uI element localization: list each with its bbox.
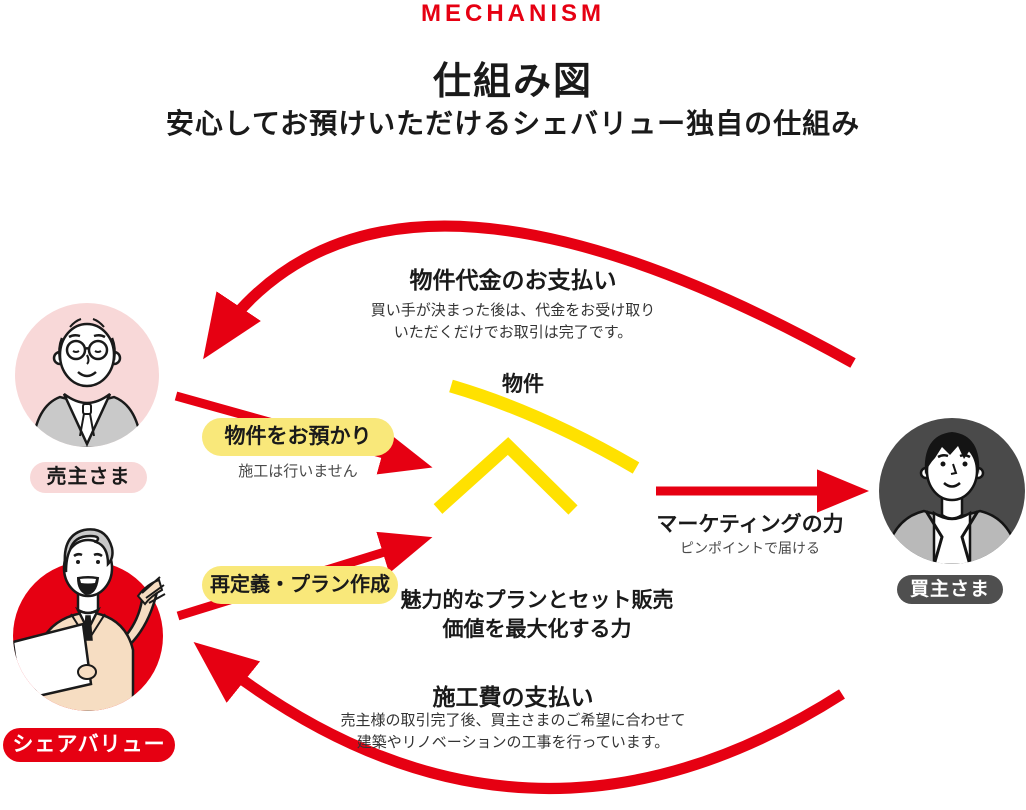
page-subtitle: 安心してお預けいただけるシェバリュー独自の仕組み — [165, 108, 861, 139]
sharevalue-avatar — [11, 528, 166, 711]
payment-flow-desc-line1: 買い手が決まった後は、代金をお受け取り — [370, 302, 656, 319]
sharevalue-label: シェアバリュー — [3, 728, 175, 762]
payment-flow-desc: 買い手が決まった後は、代金をお受け取り いただくだけでお取引は完了です。 — [0, 300, 1026, 344]
plan-power-text: 魅力的なプランとセット販売 価値を最大化する力 — [287, 586, 787, 644]
construction-flow-desc-line1: 売主様の取引完了後、買主さまのご希望に合わせて — [340, 712, 686, 729]
plan-power-line2: 価値を最大化する力 — [442, 618, 632, 641]
seller-label: 売主さま — [30, 462, 147, 493]
seller-avatar — [15, 303, 159, 447]
entrust-note: 施工は行いません — [238, 463, 358, 480]
buyer-avatar — [879, 418, 1025, 564]
construction-flow-desc: 売主様の取引完了後、買主さまのご希望に合わせて 建築やリノベーションの工事を行っ… — [0, 710, 1026, 754]
arrow-construction-payment — [193, 641, 845, 794]
marketing-note: ピンポイントで届ける — [680, 540, 820, 556]
construction-flow-desc-line2: 建築やリノベーションの工事を行っています。 — [356, 734, 670, 751]
house-roof-icon — [433, 437, 578, 515]
buyer-label: 買主さま — [897, 575, 1003, 604]
page-title: 仕組み図 — [432, 61, 593, 103]
entrust-badge: 物件をお預かり — [202, 418, 394, 456]
redefine-badge: 再定義・プラン作成 — [202, 566, 398, 604]
plan-power-line1: 魅力的なプランとセット販売 — [400, 589, 674, 612]
payment-flow-title: 物件代金のお支払い — [409, 267, 617, 293]
house-sketch-line — [449, 379, 640, 474]
construction-flow-title: 施工費の支払い — [432, 684, 594, 710]
property-label: 物件 — [502, 373, 544, 396]
marketing-title: マーケティングの力 — [656, 513, 844, 536]
payment-flow-desc-line2: いただくだけでお取引は完了です。 — [393, 324, 633, 341]
arrow-payment-to-seller — [203, 220, 856, 368]
section-eyebrow: MECHANISM — [421, 0, 605, 27]
